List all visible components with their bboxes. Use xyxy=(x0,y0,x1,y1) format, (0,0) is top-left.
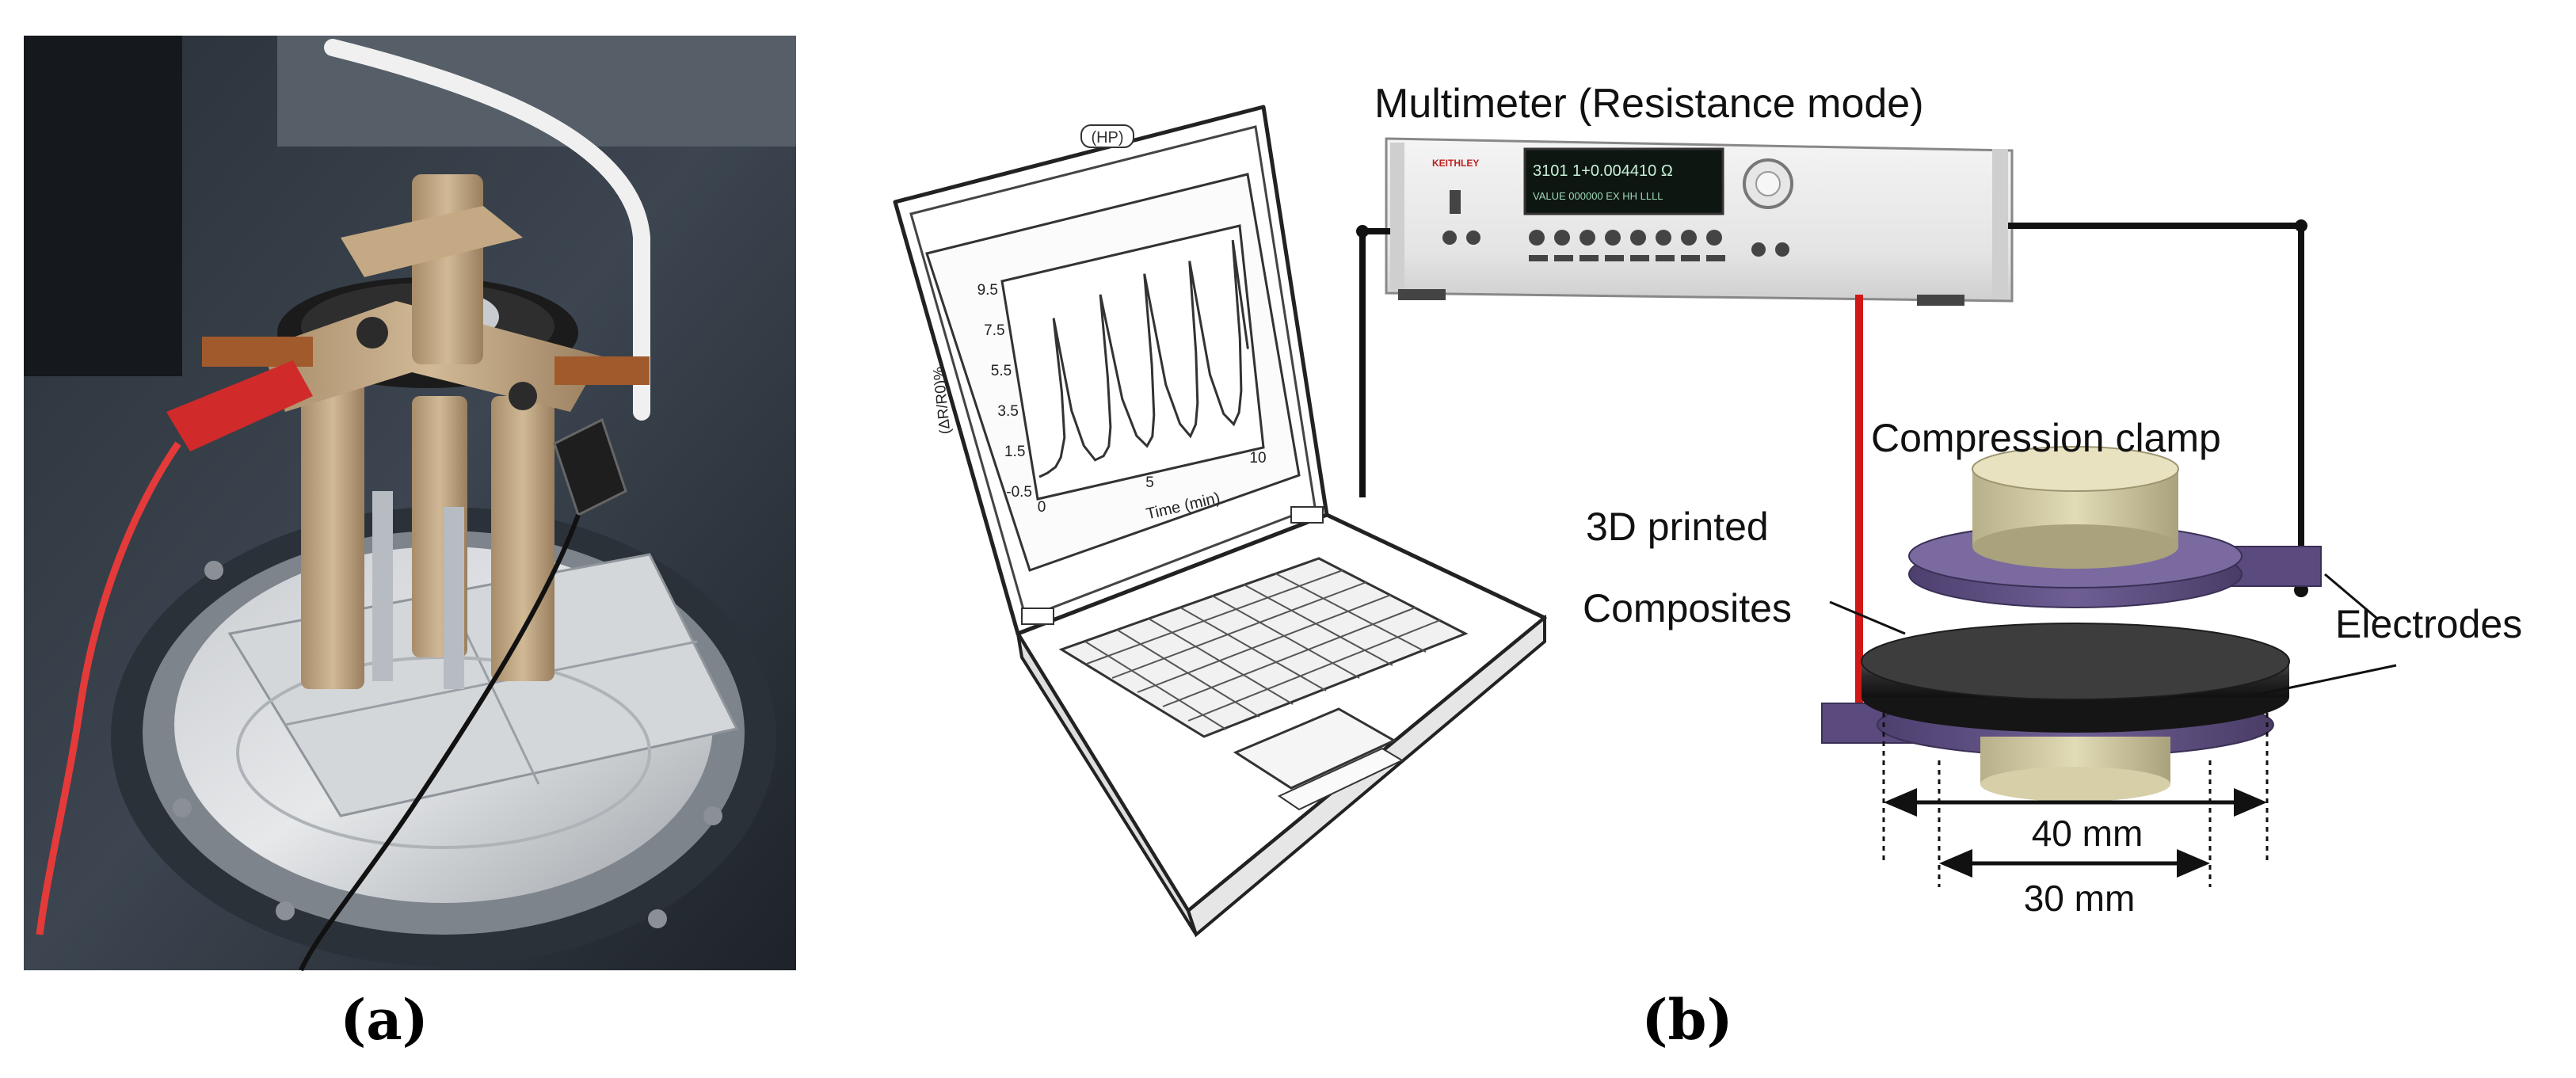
multimeter-brand: KEITHLEY xyxy=(1432,158,1479,169)
chart-y-tick-label: 1.5 xyxy=(1004,444,1025,460)
laptop-badge-text: (HP) xyxy=(1091,129,1123,147)
chart-y-tick-label: 9.5 xyxy=(977,282,998,299)
clamp-assembly xyxy=(1821,446,2397,887)
multimeter-label: Multimeter (Resistance mode) xyxy=(1374,81,1924,127)
dim-40-label: 40 mm xyxy=(2032,813,2143,854)
composites-label-line1: 3D printed xyxy=(1586,505,1769,549)
electrodes-label: Electrodes xyxy=(2335,602,2522,646)
multimeter-buttons xyxy=(1442,190,1789,261)
composites-label-line2: Composites xyxy=(1583,586,1792,630)
multimeter-display xyxy=(1523,147,1724,215)
chart-series-line xyxy=(1038,239,1249,478)
chart-x-tick-label: 10 xyxy=(1249,450,1266,467)
laptop-badge xyxy=(1080,124,1134,148)
panel-a-photo xyxy=(24,36,796,972)
multimeter-display-line1: 3101 1+0.004410 Ω xyxy=(1533,162,1673,180)
panel-a-label: (a) xyxy=(340,987,429,1053)
multimeter-display-line2: VALUE 000000 EX HH LLLL xyxy=(1533,190,1663,202)
chart-x-tick-label: 0 xyxy=(1038,499,1046,516)
composite-disk xyxy=(1861,623,2290,700)
panel-b-label: (b) xyxy=(1641,987,1732,1053)
chart-y-tick-label: 5.5 xyxy=(991,363,1012,379)
chart-y-tick-label: 3.5 xyxy=(997,403,1018,420)
lower-cylinder xyxy=(1980,767,2170,802)
multimeter: 3101 1+0.004410 Ω VALUE 000000 EX HH LLL… xyxy=(1385,137,2014,306)
chart-y-tick-label: 7.5 xyxy=(984,322,1004,339)
dim-30-label: 30 mm xyxy=(2024,878,2136,919)
chart-y-tick-label: -0.5 xyxy=(1006,484,1032,501)
chart-frame xyxy=(1000,224,1265,501)
chart-x-tick-label: 5 xyxy=(1145,474,1154,491)
upper-cylinder xyxy=(1972,446,2179,492)
compression-clamp-label: Compression clamp xyxy=(1871,416,2221,460)
keyboard-grid xyxy=(1084,569,1441,730)
